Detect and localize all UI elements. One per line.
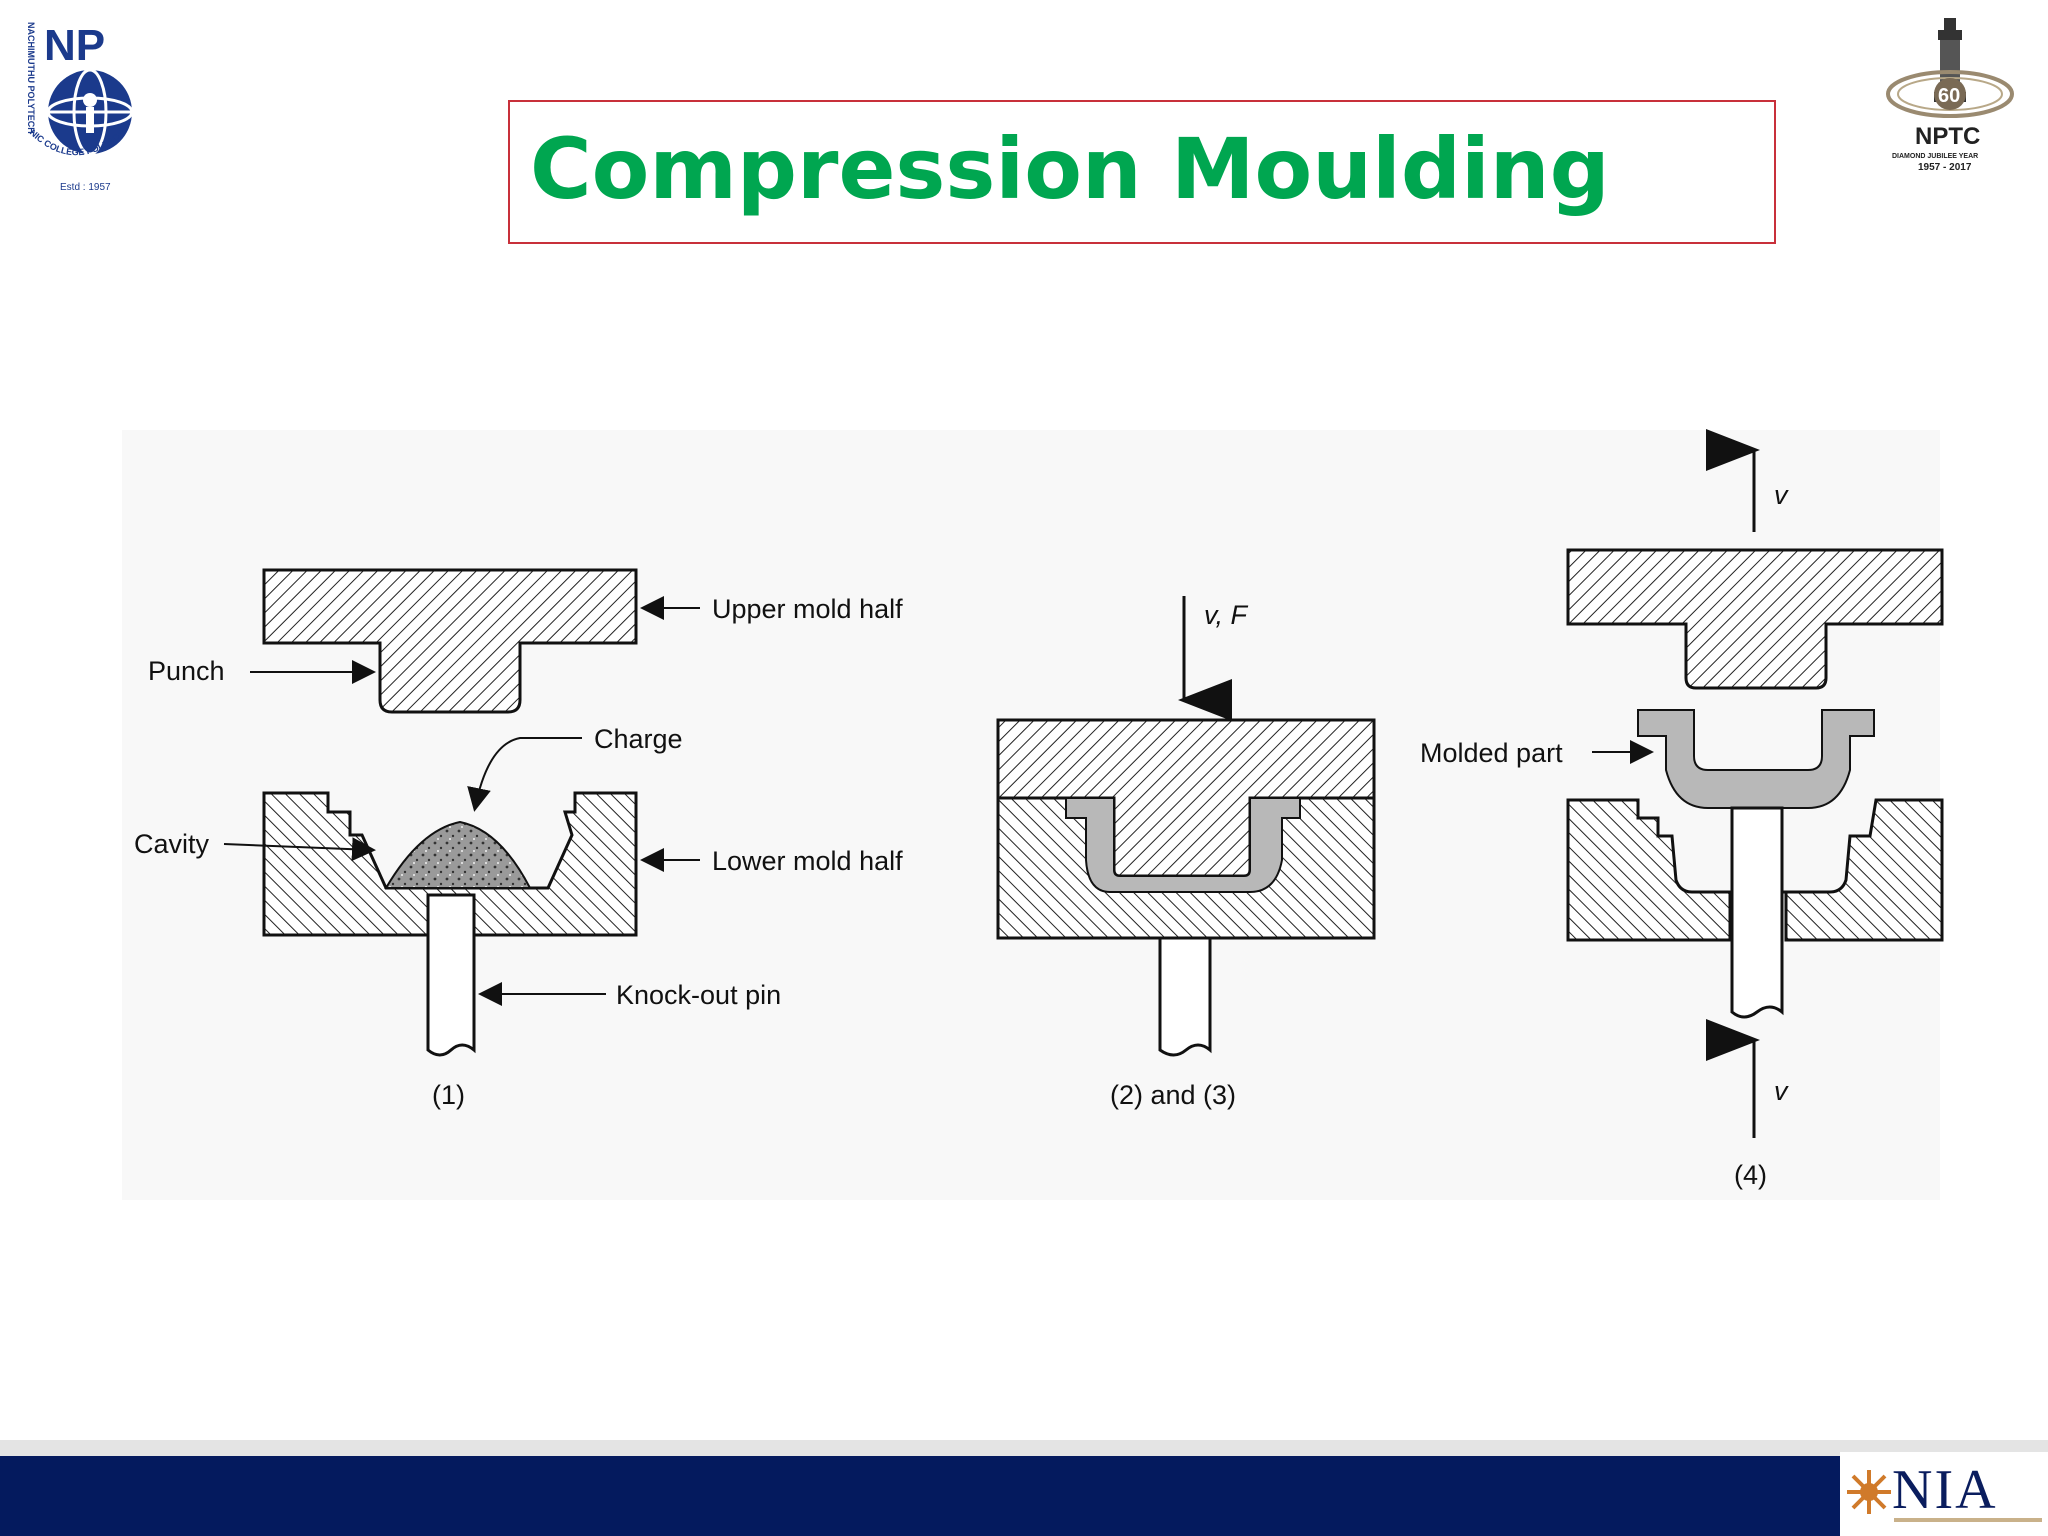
label-molded-part: Molded part: [1420, 738, 1563, 768]
knock-out-pin-4: [1730, 806, 1784, 1019]
nia-tagline-bar: [1894, 1518, 2042, 1522]
upper-mold-half-4: [1566, 548, 1944, 690]
label-force: v, F: [1204, 600, 1248, 630]
label-charge: Charge: [594, 724, 683, 754]
jubilee-subtitle: DIAMOND JUBILEE YEAR: [1892, 153, 1978, 160]
logo-np-letters: NP: [44, 21, 105, 70]
jubilee-name: NPTC: [1915, 123, 1980, 150]
knock-out-pin-1: [426, 893, 476, 1057]
jubilee-number: 60: [1938, 85, 1960, 107]
slide-title-box: Compression Moulding: [508, 100, 1776, 244]
nia-brand: NIA: [1892, 1459, 1998, 1521]
tower-jubilee-emblem-icon: 60 NPTC DIAMOND JUBILEE YEAR 1957 - 2017: [1886, 18, 2014, 173]
step-label-2-3: (2) and (3): [1110, 1080, 1236, 1110]
nia-sun-emblem-icon: [1847, 1470, 1891, 1514]
lower-mold-half-4: [1566, 798, 1944, 942]
footer-band: [0, 1456, 2048, 1536]
upper-mold-half-1: [262, 568, 638, 714]
step-2-3-diagram: [996, 718, 1376, 1057]
label-v-bottom: v: [1774, 1076, 1789, 1106]
label-lower-mold-half: Lower mold half: [712, 846, 903, 876]
footer-stripe: [0, 1440, 2048, 1456]
molded-part: [1637, 709, 1875, 809]
nia-logo: NIA: [1840, 1452, 2048, 1536]
college-globe-emblem-icon: NP NACHIMUTHU POLYTECHNIC COLLEGE POLLAC…: [26, 21, 134, 193]
label-knock-out-pin: Knock-out pin: [616, 980, 781, 1010]
molded-part-in-mold: [1065, 797, 1301, 893]
college-logo: NP NACHIMUTHU POLYTECHNIC COLLEGE POLLAC…: [14, 12, 164, 197]
jubilee-logo: 60 NPTC DIAMOND JUBILEE YEAR 1957 - 2017: [1880, 14, 2020, 179]
label-punch: Punch: [148, 656, 225, 686]
jubilee-years: 1957 - 2017: [1918, 162, 1972, 173]
label-v-top: v: [1774, 480, 1789, 510]
knock-out-pin-2: [1158, 936, 1212, 1057]
step-1-diagram: [262, 568, 638, 1057]
label-cavity: Cavity: [134, 829, 210, 859]
logo-estd: Estd : 1957: [60, 182, 111, 193]
step-label-4: (4): [1734, 1160, 1767, 1190]
step-label-1: (1): [432, 1080, 465, 1110]
charge: [384, 820, 532, 889]
step-4-diagram: [1566, 548, 1944, 1019]
slide-title: Compression Moulding: [530, 120, 1610, 218]
label-upper-mold-half: Upper mold half: [712, 594, 903, 624]
